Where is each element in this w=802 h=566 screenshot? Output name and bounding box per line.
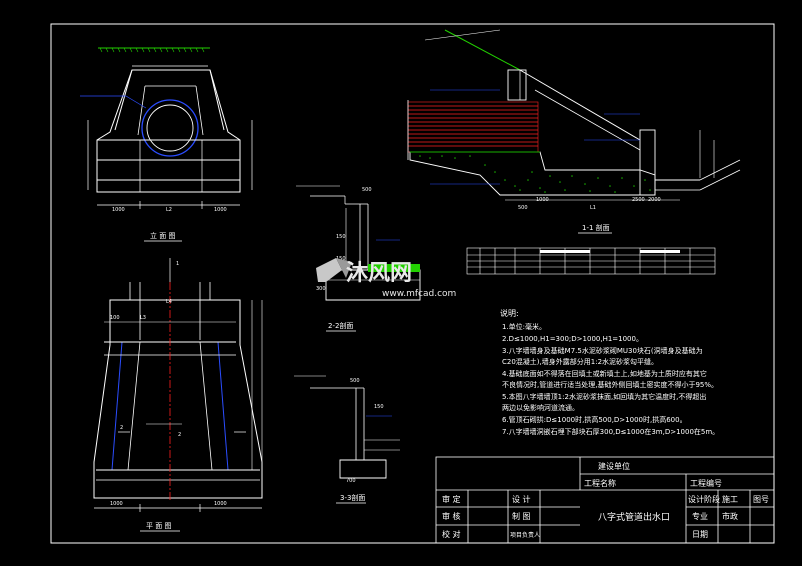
note-item: 2.D≤1000,H1=300;D>1000,H1=1000。 <box>502 335 643 343</box>
note-item: 1.单位:毫米。 <box>502 322 546 331</box>
plan-dim-top-b: L3 <box>140 315 146 321</box>
tb-project-no: 工程编号 <box>690 478 722 488</box>
tb-review: 审 核 <box>442 511 461 521</box>
tb-design-stage-value: 施工 <box>722 494 738 504</box>
tb-project-name: 工程名称 <box>584 478 616 488</box>
note-item: 7.八字墙墙洞嵌石埋下部块石厚300,D≤1000在3m,D>1000在5m。 <box>502 427 719 436</box>
tb-draw: 制 图 <box>512 511 531 521</box>
s22-dim-c: 300 <box>316 286 326 292</box>
plan-cut-mark-2b: 2 <box>178 432 181 438</box>
sec11-dim-a: 500 <box>518 205 528 211</box>
sec11-dim-b: 1000 <box>536 197 549 203</box>
watermark-brand: 沐风网 <box>346 261 412 286</box>
tb-design-stage-label: 设计阶段 <box>688 494 720 504</box>
elev-dim-right: 1000 <box>214 207 227 213</box>
section-22-title: 2-2剖面 <box>328 321 353 330</box>
plan-view: 1 2 2 100 L3 L4 1000 1000 <box>93 258 263 532</box>
section-1-1: 500 1000 L1 2500 2000 1-1 剖面 <box>407 29 741 234</box>
drawing-frame <box>50 23 775 544</box>
note-item: 6.管顶石砌拱:D≤1000时,拱高500,D>1000时,拱高600。 <box>502 415 687 424</box>
note-item: 5.本图八字墙墙顶1:2水泥砂浆抹面,如回填为其它温度时,不得超出 <box>502 392 706 401</box>
section-2-2: 500 150 150 300 2-2剖面 <box>296 185 421 332</box>
tb-drawing-no-label: 图号 <box>753 495 769 504</box>
elev-dim-mid: L2 <box>166 207 172 213</box>
s22-dim-top: 500 <box>362 187 372 193</box>
sec11-dim-d: 2000 <box>648 197 661 203</box>
notes-title: 说明: <box>500 308 519 318</box>
notes: 说明: 1.单位:毫米。 2.D≤1000,H1=300;D>1000,H1=1… <box>500 308 719 436</box>
tb-discipline-label: 专业 <box>692 511 708 521</box>
note-item: 不良情况时,管道进行适当处理,基础外侧回填土密实度不得小于95%。 <box>502 380 718 389</box>
note-item: 3.八字墙墙身及基础M7.5水泥砂浆砌MU30块石(洞墙身及基础为 <box>502 346 703 355</box>
tb-build-unit: 建设单位 <box>598 461 630 471</box>
tb-approve: 审 定 <box>442 494 461 504</box>
s33-dim-b: 700 <box>346 478 356 484</box>
s33-dim-a: 150 <box>374 404 384 410</box>
plan-cut-mark-2: 2 <box>120 425 123 431</box>
elev-dim-left: 1000 <box>112 207 125 213</box>
tb-project-lead: 项目负责人 <box>510 531 540 539</box>
plan-title: 平 面 图 <box>146 522 171 530</box>
schedule-table <box>466 247 716 275</box>
tb-drawing-title: 八字式管道出水口 <box>598 511 670 523</box>
section-11-title: 1-1 剖面 <box>582 223 610 232</box>
note-item: C20混凝土),墙身外露部分用1:2水泥砂浆勾平缝。 <box>502 357 658 366</box>
elevation-view: 1000 L2 1000 立 面 图 <box>80 47 253 242</box>
note-item: 4.基础底面如不得落在回填土或新填土上,如地基为土质时应有其它 <box>502 369 707 378</box>
watermark-url: www.mfcad.com <box>382 289 456 299</box>
section-33-title: 3-3剖面 <box>340 493 365 502</box>
s22-dim-b: 150 <box>336 256 346 262</box>
plan-dim-top-a: 100 <box>110 315 120 321</box>
tb-check: 校 对 <box>442 529 461 539</box>
cut-mark-1: 1 <box>176 261 179 267</box>
s33-dim-top: 500 <box>350 378 360 384</box>
s22-dim-a: 150 <box>336 234 346 240</box>
plan-dim-l4: L4 <box>166 299 172 305</box>
sec11-dim-l1: L1 <box>590 205 596 211</box>
tb-date-label: 日期 <box>692 530 708 539</box>
tb-design: 设 计 <box>512 494 531 504</box>
tb-discipline-value: 市政 <box>722 511 738 521</box>
watermark: 沐风网 www.mfcad.com <box>316 258 456 299</box>
plan-dim-right: 1000 <box>214 501 227 507</box>
title-block: 建设单位 工程名称 工程编号 审 定 审 核 校 对 设 计 制 图 项目负责人… <box>435 456 775 544</box>
elevation-title: 立 面 图 <box>150 231 175 240</box>
section-3-3: 500 150 700 3-3剖面 <box>294 375 400 504</box>
note-item: 两边以免影响河道流通。 <box>502 403 579 412</box>
plan-dim-left: 1000 <box>110 501 123 507</box>
sec11-dim-c: 2500 <box>632 197 645 203</box>
